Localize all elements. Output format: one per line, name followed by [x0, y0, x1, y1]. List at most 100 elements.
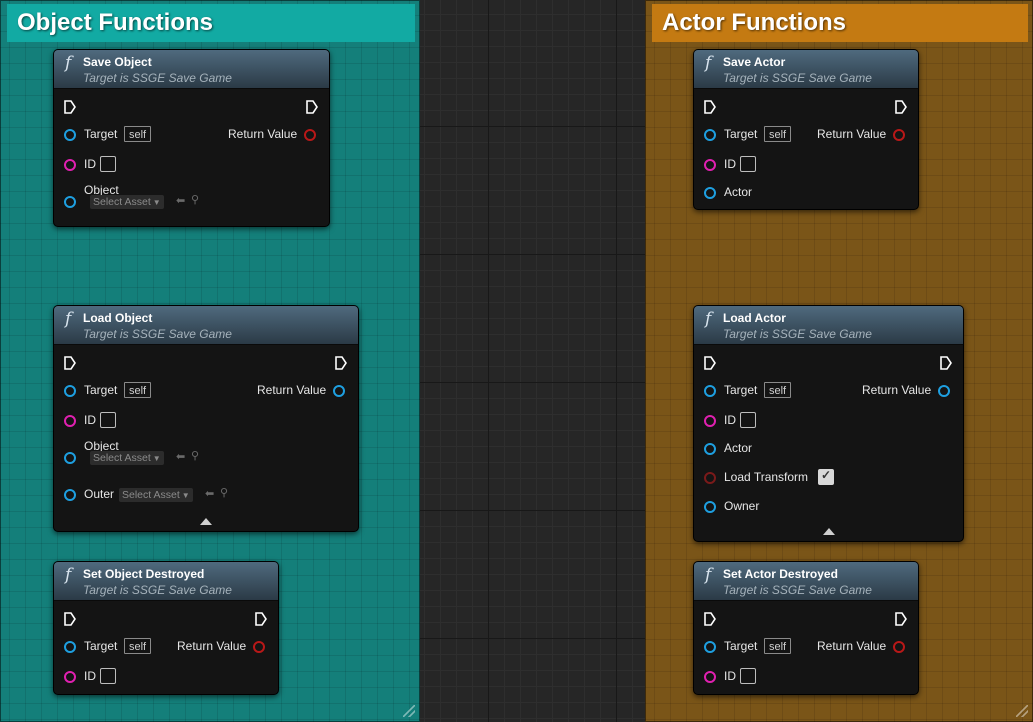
exec-out-pin-icon[interactable] — [335, 356, 347, 370]
use-selected-arrow-icon[interactable]: ⬅ — [176, 195, 186, 207]
id-input[interactable] — [100, 412, 116, 428]
exec-out-pin-icon[interactable] — [255, 612, 267, 626]
id-label: ID — [84, 669, 96, 683]
self-box: self — [124, 382, 152, 398]
id-input[interactable] — [740, 156, 756, 172]
exec-out-pin-icon[interactable] — [895, 100, 907, 114]
actor-pin[interactable] — [704, 187, 716, 199]
id-input[interactable] — [100, 156, 116, 172]
actor-label: Actor — [724, 185, 753, 199]
node-title: Load Actor — [723, 311, 786, 325]
return-value-label: Return Value — [228, 127, 298, 141]
actor-label: Actor — [724, 441, 753, 455]
node-set-object-destroyed[interactable]: f Set Object Destroyed Target is SSGE Sa… — [53, 561, 279, 695]
resize-handle-icon[interactable] — [403, 705, 415, 717]
target-pin[interactable] — [64, 385, 76, 397]
return-value-pin[interactable] — [253, 641, 265, 653]
id-input[interactable] — [740, 412, 756, 428]
search-icon[interactable]: ⚲ — [191, 194, 200, 206]
return-value-pin[interactable] — [304, 129, 316, 141]
return-value-pin[interactable] — [333, 385, 345, 397]
node-header[interactable]: f Set Actor Destroyed Target is SSGE Sav… — [694, 562, 918, 601]
load-transform-pin[interactable] — [704, 472, 716, 484]
actor-pin[interactable] — [704, 443, 716, 455]
exec-out-pin-icon[interactable] — [940, 356, 952, 370]
exec-in-pin-icon[interactable] — [64, 612, 76, 626]
self-box: self — [764, 382, 792, 398]
exec-in-pin-icon[interactable] — [64, 356, 76, 370]
collapse-arrow-icon[interactable] — [200, 518, 212, 525]
id-label: ID — [84, 157, 96, 171]
node-target-note: Target is SSGE Save Game — [723, 327, 872, 341]
target-label: Target — [84, 639, 118, 653]
comment-title[interactable]: Object Functions — [7, 4, 415, 42]
id-input[interactable] — [740, 668, 756, 684]
node-target-note: Target is SSGE Save Game — [83, 327, 232, 341]
use-selected-arrow-icon[interactable]: ⬅ — [176, 451, 186, 463]
return-value-pin[interactable] — [893, 129, 905, 141]
node-load-actor[interactable]: f Load Actor Target is SSGE Save Game Ta… — [693, 305, 964, 542]
id-pin[interactable] — [64, 159, 76, 171]
return-value-label: Return Value — [177, 639, 247, 653]
function-icon: f — [705, 309, 712, 329]
exec-in-pin-icon[interactable] — [704, 356, 716, 370]
self-box: self — [124, 638, 152, 654]
exec-in-pin-icon[interactable] — [704, 612, 716, 626]
return-value-label: Return Value — [817, 127, 887, 141]
target-pin[interactable] — [704, 385, 716, 397]
comment-title[interactable]: Actor Functions — [652, 4, 1028, 42]
owner-pin[interactable] — [704, 501, 716, 513]
chevron-down-icon: ▼ — [152, 198, 161, 207]
select-asset-dropdown[interactable]: Select Asset▼ — [90, 195, 164, 209]
select-asset-dropdown[interactable]: Select Asset▼ — [90, 451, 164, 465]
self-box: self — [764, 126, 792, 142]
load-transform-label: Load Transform — [724, 470, 809, 484]
id-pin[interactable] — [64, 671, 76, 683]
load-transform-checkbox[interactable]: ✓ — [818, 468, 834, 485]
owner-label: Owner — [724, 499, 760, 513]
node-save-actor[interactable]: f Save Actor Target is SSGE Save Game Ta… — [693, 49, 919, 210]
node-header[interactable]: f Save Actor Target is SSGE Save Game — [694, 50, 918, 89]
node-header[interactable]: f Load Actor Target is SSGE Save Game — [694, 306, 963, 345]
exec-in-pin-icon[interactable] — [64, 100, 76, 114]
return-value-label: Return Value — [817, 639, 887, 653]
search-icon[interactable]: ⚲ — [220, 487, 229, 499]
target-pin[interactable] — [64, 641, 76, 653]
outer-pin[interactable] — [64, 489, 76, 501]
self-box: self — [124, 126, 152, 142]
id-label: ID — [724, 413, 736, 427]
id-pin[interactable] — [704, 415, 716, 427]
object-pin[interactable] — [64, 196, 76, 208]
node-header[interactable]: f Load Object Target is SSGE Save Game — [54, 306, 358, 345]
node-header[interactable]: f Set Object Destroyed Target is SSGE Sa… — [54, 562, 278, 601]
target-pin[interactable] — [64, 129, 76, 141]
object-pin[interactable] — [64, 452, 76, 464]
id-pin[interactable] — [64, 415, 76, 427]
function-icon: f — [65, 53, 72, 73]
node-save-object[interactable]: f Save Object Target is SSGE Save Game T… — [53, 49, 330, 227]
node-set-actor-destroyed[interactable]: f Set Actor Destroyed Target is SSGE Sav… — [693, 561, 919, 695]
select-asset-dropdown[interactable]: Select Asset▼ — [119, 488, 193, 502]
exec-in-pin-icon[interactable] — [704, 100, 716, 114]
exec-out-pin-icon[interactable] — [306, 100, 318, 114]
return-value-pin[interactable] — [938, 385, 950, 397]
id-input[interactable] — [100, 668, 116, 684]
function-icon: f — [65, 565, 72, 585]
id-pin[interactable] — [704, 671, 716, 683]
target-pin[interactable] — [704, 129, 716, 141]
search-icon[interactable]: ⚲ — [191, 450, 200, 462]
id-pin[interactable] — [704, 159, 716, 171]
self-box: self — [764, 638, 792, 654]
node-title: Save Actor — [723, 55, 786, 69]
use-selected-arrow-icon[interactable]: ⬅ — [205, 488, 215, 500]
resize-handle-icon[interactable] — [1016, 705, 1028, 717]
collapse-arrow-icon[interactable] — [822, 528, 835, 535]
target-pin[interactable] — [704, 641, 716, 653]
function-icon: f — [705, 565, 712, 585]
return-value-pin[interactable] — [893, 641, 905, 653]
exec-out-pin-icon[interactable] — [895, 612, 907, 626]
target-label: Target — [724, 383, 758, 397]
node-header[interactable]: f Save Object Target is SSGE Save Game — [54, 50, 329, 89]
node-load-object[interactable]: f Load Object Target is SSGE Save Game T… — [53, 305, 359, 532]
object-label: Object — [84, 439, 119, 453]
